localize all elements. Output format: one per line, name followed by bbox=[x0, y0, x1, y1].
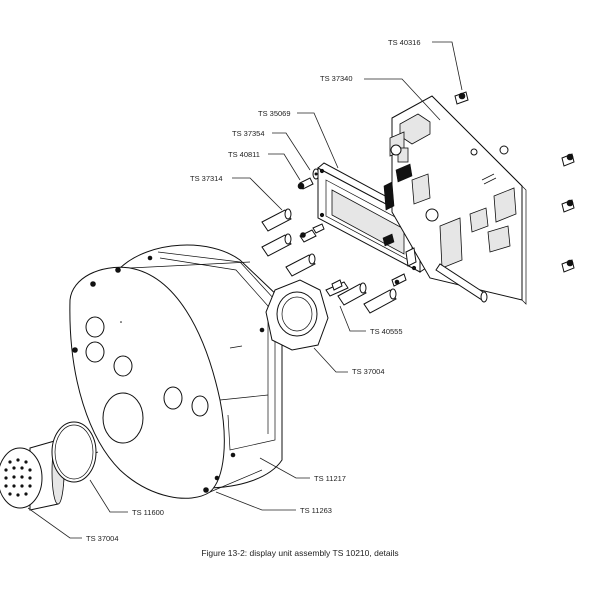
front-panel-housing bbox=[69, 244, 283, 499]
label-ts-37314: TS 37314 bbox=[190, 174, 223, 183]
standoff-set bbox=[325, 273, 407, 314]
circuit-board bbox=[383, 95, 527, 305]
mounting-screws bbox=[454, 91, 575, 273]
leader-lines bbox=[27, 41, 463, 539]
label-ts-35069: TS 35069 bbox=[258, 109, 291, 118]
hex-nut bbox=[265, 279, 329, 351]
label-ts-37340: TS 37340 bbox=[320, 74, 353, 83]
label-ts-37004-speaker: TS 37004 bbox=[86, 534, 119, 543]
spacer-set bbox=[261, 208, 325, 277]
label-ts-37004-nut: TS 37004 bbox=[352, 367, 385, 376]
display-window-frame bbox=[147, 251, 276, 458]
label-ts-40316: TS 40316 bbox=[388, 38, 421, 47]
label-ts-40811: TS 40811 bbox=[228, 150, 260, 159]
label-ts-40555: TS 40555 bbox=[370, 327, 403, 336]
label-ts-11263: TS 11263 bbox=[300, 506, 332, 515]
part-labels: TS 40316 TS 37340 TS 35069 TS 37354 TS 4… bbox=[86, 38, 421, 543]
screw-washer-set bbox=[297, 168, 320, 190]
figure-caption: Figure 13-2: display unit assembly TS 10… bbox=[201, 548, 399, 558]
label-ts-11600: TS 11600 bbox=[132, 508, 164, 517]
label-ts-11217: TS 11217 bbox=[314, 474, 346, 483]
o-ring bbox=[51, 421, 97, 483]
label-ts-37354: TS 37354 bbox=[232, 129, 265, 138]
